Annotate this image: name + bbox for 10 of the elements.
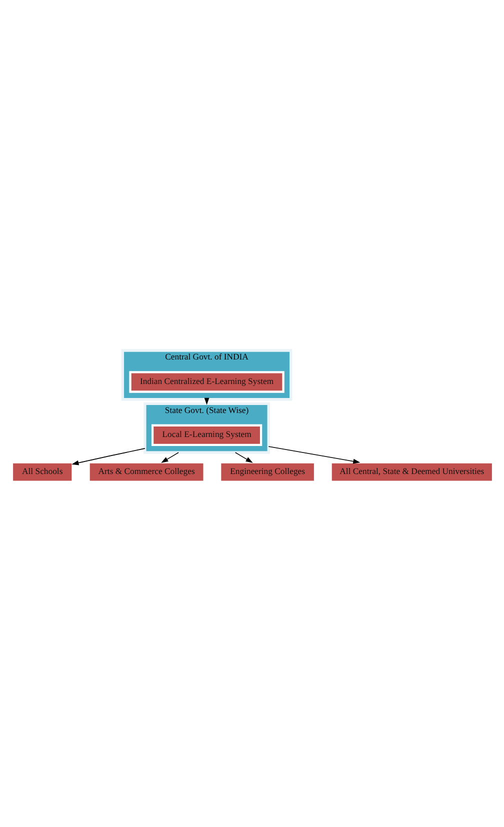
node-box: Arts & Commerce Colleges — [87, 460, 205, 482]
arrow — [71, 448, 145, 465]
node-box: Indian Centralized E-Learning System — [128, 370, 284, 392]
arrow — [268, 446, 360, 464]
node-box: Engineering Colleges — [218, 460, 316, 482]
node-box: All Schools — [10, 460, 74, 482]
arrow — [234, 452, 252, 462]
arrow — [160, 452, 178, 462]
node-box: Local E-Learning System — [150, 424, 262, 446]
node-box: All Central, State & Deemed Universities — [329, 460, 494, 482]
